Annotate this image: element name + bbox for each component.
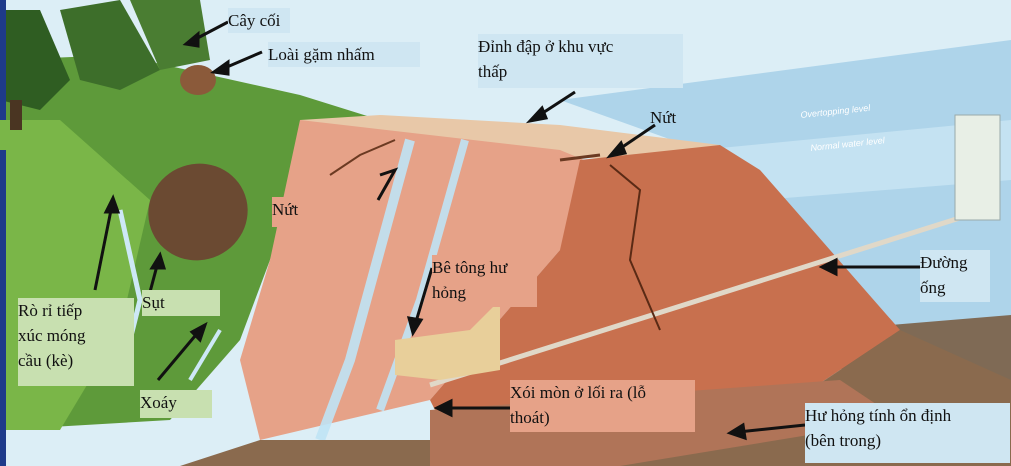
label-slump: Sụt	[142, 290, 220, 316]
label-trees: Cây cối	[228, 8, 290, 33]
edge-mark-top	[0, 0, 6, 120]
label-seepage: Rò rỉ tiếp xúc móng cầu (kè)	[18, 298, 134, 386]
label-rodents: Loài gặm nhấm	[268, 42, 420, 67]
label-crack-top: Nứt	[650, 105, 695, 130]
label-damaged-concrete: Bê tông hư hỏng	[432, 255, 537, 307]
label-outlet-erosion: Xói mòn ở lối ra (lỗ thoát)	[510, 380, 695, 432]
edge-mark-bottom	[0, 150, 6, 466]
intake-tower	[955, 115, 1000, 220]
label-crack-left: Nứt	[272, 197, 372, 227]
label-low-crest: Đỉnh đập ở khu vực thấp	[478, 34, 683, 88]
rodent-mound	[180, 65, 216, 95]
label-vortex: Xoáy	[140, 390, 212, 418]
label-pipe: Đường ống	[920, 250, 990, 302]
label-internal-stability: Hư hỏng tính ổn định (bên trong)	[805, 403, 1010, 463]
